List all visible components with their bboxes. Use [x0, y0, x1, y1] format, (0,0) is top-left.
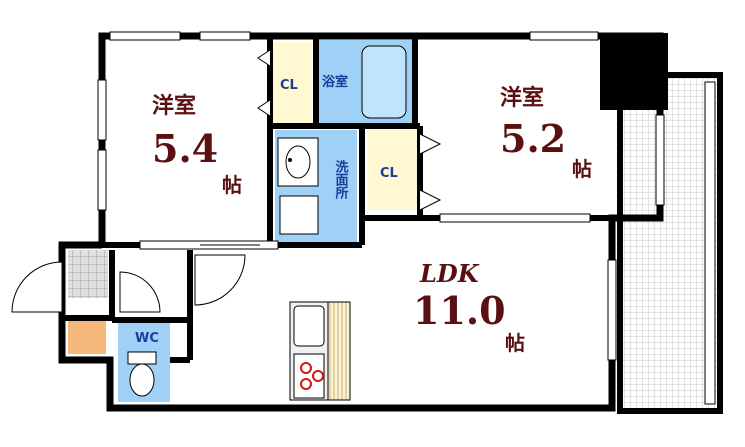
closet-1-label: CL — [280, 78, 298, 93]
pipe-shaft — [600, 33, 668, 110]
western-room-2-name: 洋室 — [500, 85, 544, 111]
ldk-size: 11.0 — [413, 288, 506, 333]
western-room-1-name: 洋室 — [152, 93, 196, 119]
door-swings — [11, 49, 442, 313]
ldk-unit: 帖 — [505, 331, 525, 355]
western-room-1-unit: 帖 — [222, 173, 242, 197]
windows — [97, 31, 665, 361]
sliding-doors — [139, 240, 279, 250]
closet-2-label: CL — [380, 166, 398, 181]
wash-basin — [277, 137, 319, 187]
ldk-name: LDK — [419, 259, 480, 288]
toilet — [127, 351, 157, 397]
balcony — [617, 72, 723, 414]
western-room-1-size: 5.4 — [152, 126, 218, 171]
entrance-floor — [68, 250, 108, 298]
bath-label: 浴室 — [322, 74, 348, 90]
shoe-storage — [68, 320, 106, 354]
western-room-2-size: 5.2 — [500, 116, 566, 161]
toilet-label: WC — [135, 331, 159, 346]
closets — [272, 42, 418, 210]
washroom-label: 洗面所 — [333, 159, 349, 200]
kitchen-counter — [289, 301, 351, 401]
western-room-2-unit: 帖 — [572, 157, 592, 181]
bathtub — [361, 45, 407, 119]
washing-machine-space — [279, 195, 319, 235]
